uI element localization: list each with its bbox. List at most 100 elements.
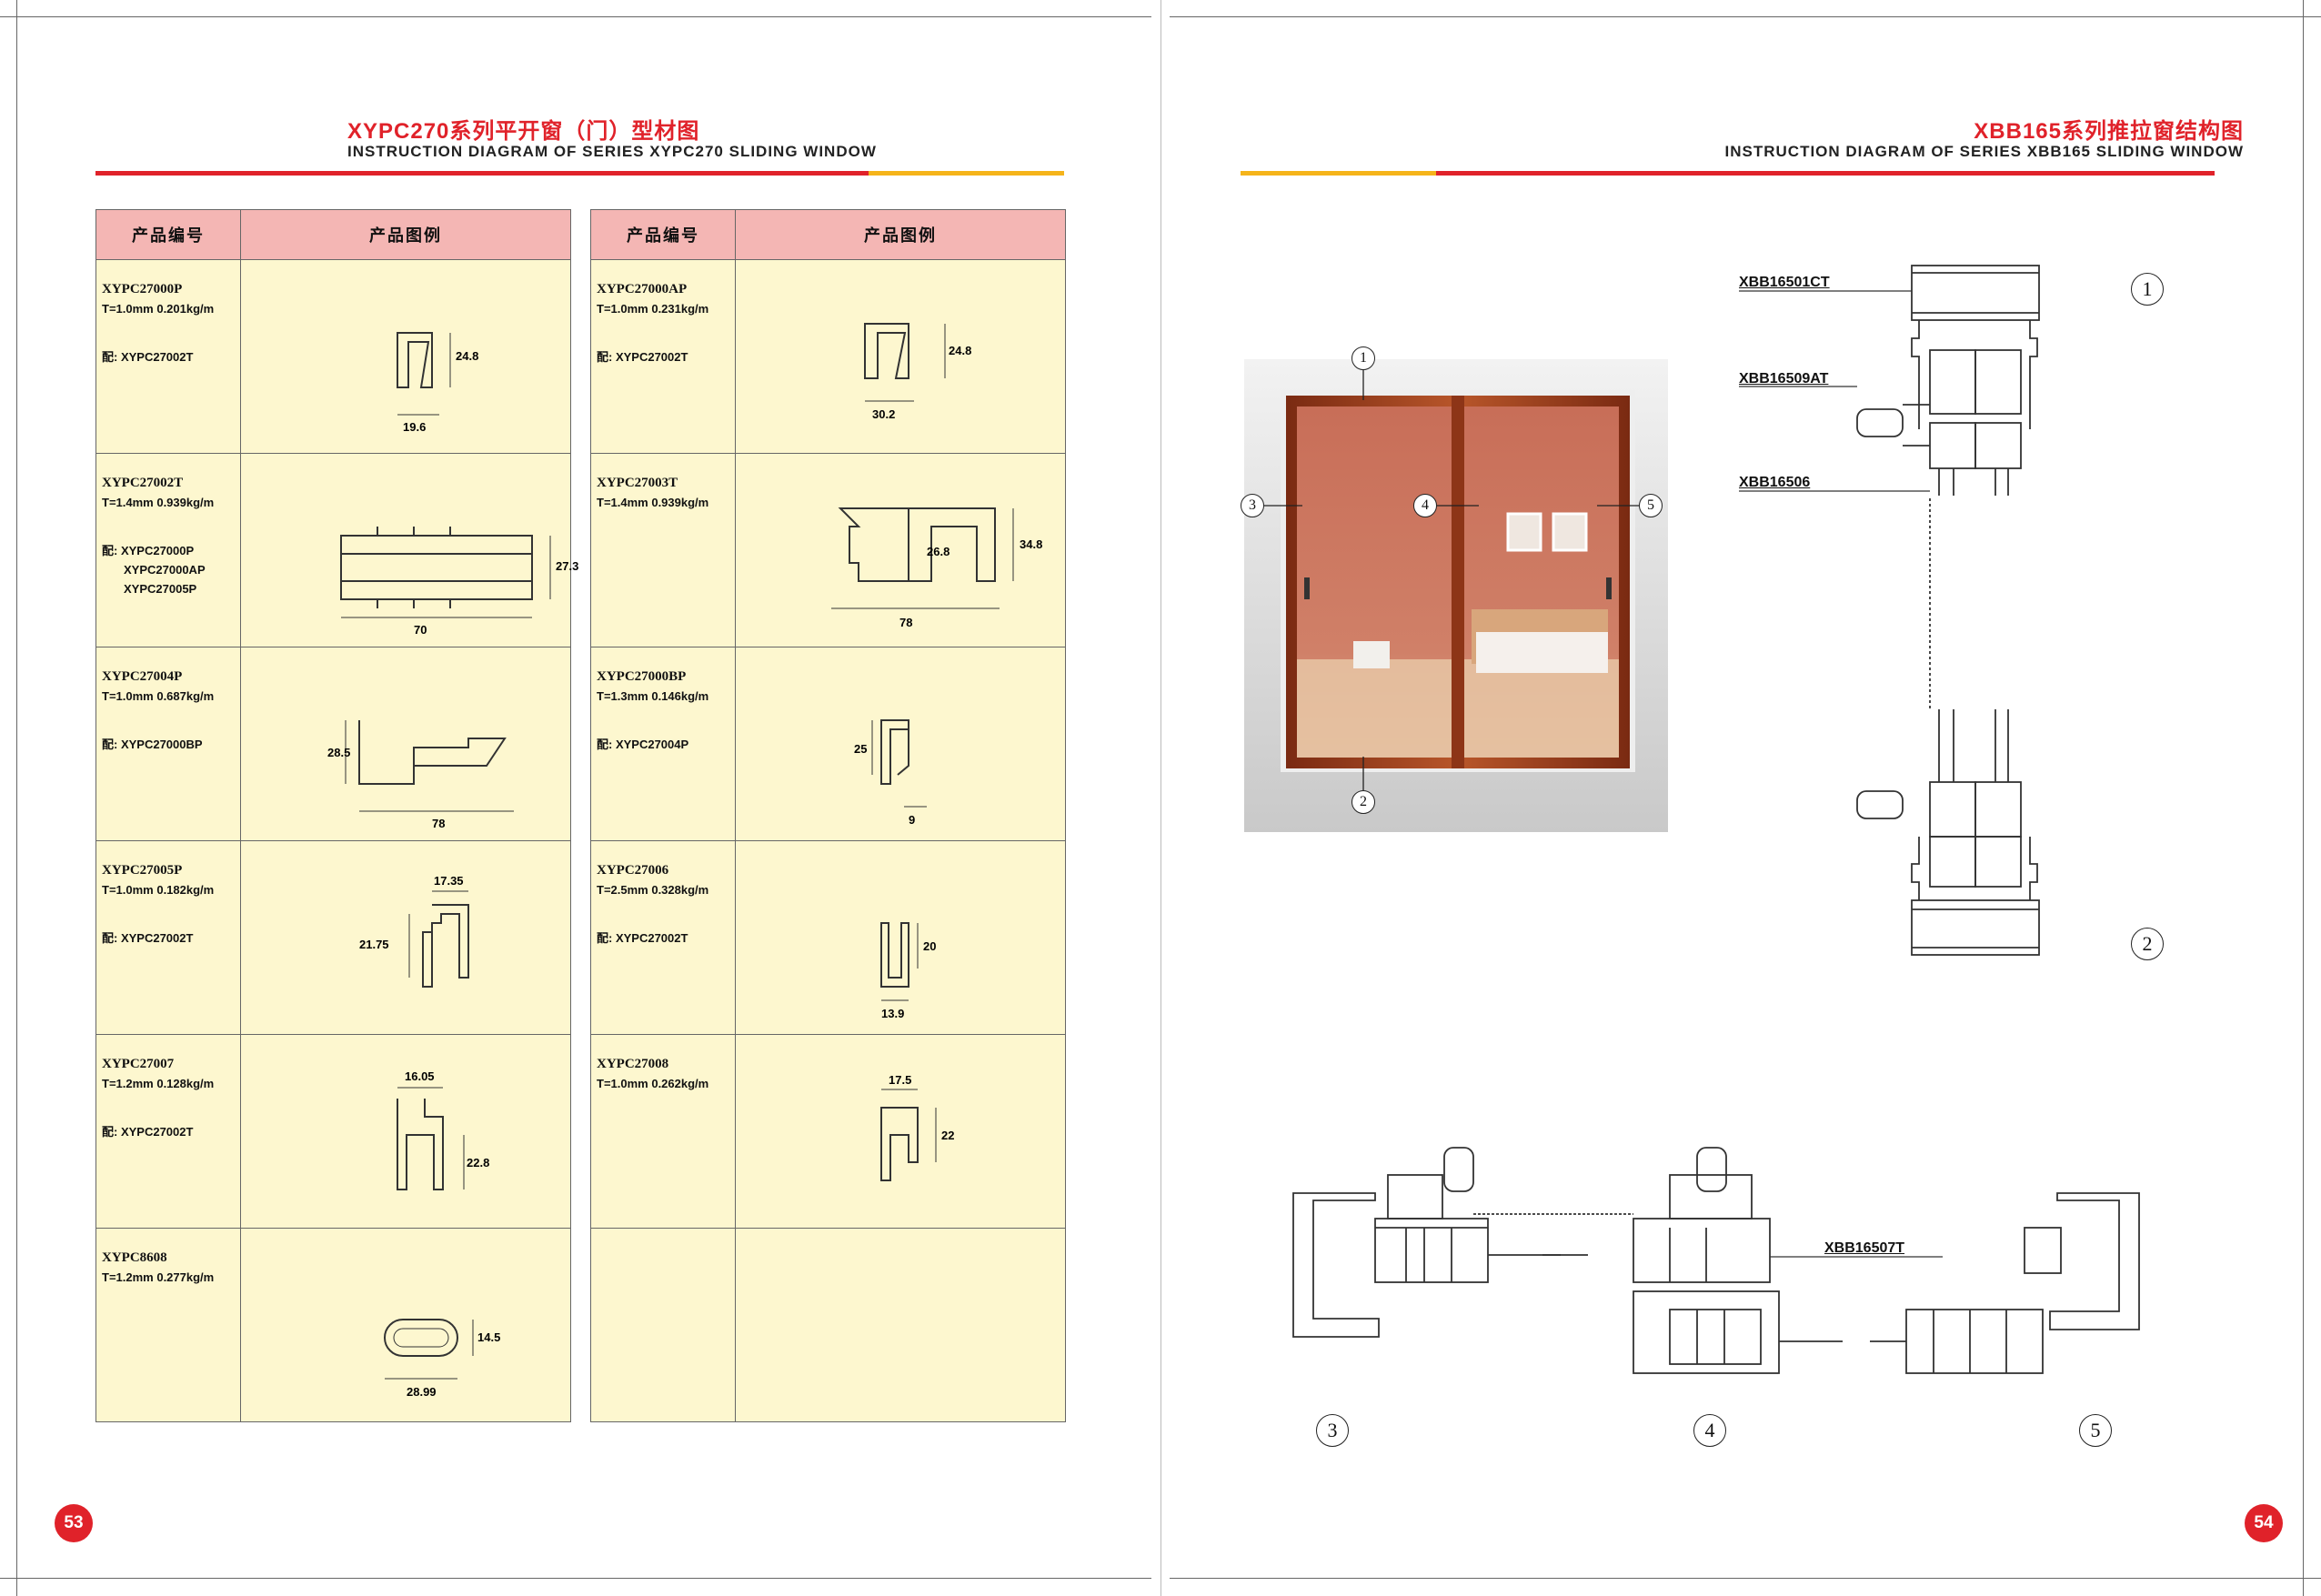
product-spec: T=2.5mm 0.328kg/m — [597, 883, 709, 897]
dimension-label: 9 — [909, 813, 915, 827]
photo-marker-1: 1 — [1351, 346, 1375, 370]
col-header-code: 产品编号 — [590, 209, 736, 260]
matching-profile-code: XYPC27005P — [124, 582, 197, 596]
product-spec: T=1.2mm 0.128kg/m — [102, 1077, 215, 1090]
page-subtitle: INSTRUCTION DIAGRAM OF SERIES XBB165 SLI… — [1724, 143, 2244, 160]
profile-cross-section-drawing: 14.528.99 — [384, 1319, 500, 1399]
page-subtitle: INSTRUCTION DIAGRAM OF SERIES XYPC270 SL… — [347, 143, 877, 160]
matching-profile-code: XYPC27000AP — [124, 563, 206, 577]
dimension-label: 20 — [923, 939, 936, 953]
product-spec: T=1.0mm 0.182kg/m — [102, 883, 215, 897]
photo-marker-4: 4 — [1413, 494, 1437, 517]
photo-marker-2: 2 — [1351, 790, 1375, 814]
dimension-label: 17.5 — [889, 1073, 911, 1087]
matching-profile-code: 配: XYPC27002T — [102, 350, 194, 364]
profile-cross-section-drawing: 16.05 22.8 — [397, 1069, 489, 1190]
dimension-label: 26.8 — [927, 545, 950, 558]
matching-profiles: 配: XYPC27002T — [102, 928, 193, 948]
page-number: 54 — [2245, 1504, 2283, 1542]
dimension-label: 24.8 — [456, 349, 478, 363]
section-marker-4: 4 — [1693, 1414, 1726, 1447]
product-spec: T=1.4mm 0.939kg/m — [102, 496, 215, 509]
page-title: XYPC270系列平开窗（门）型材图 — [347, 119, 700, 144]
product-code: XYPC27000BP — [597, 669, 687, 684]
title-underline-yellow — [1241, 171, 1436, 176]
dimension-label: 30.2 — [872, 407, 895, 421]
crop-line — [2303, 0, 2304, 1596]
section-marker-5: 5 — [2079, 1414, 2112, 1447]
label-bottom-frame: XBB16506 — [1739, 475, 1811, 490]
col-header-code: 产品编号 — [95, 209, 241, 260]
profile-figure-cell: 16.05 22.8 — [240, 1034, 571, 1229]
product-spec: T=1.4mm 0.939kg/m — [597, 496, 709, 509]
profile-cross-section-drawing: 24.8 30.2 — [864, 323, 971, 421]
product-code: XYPC27004P — [102, 669, 183, 684]
profile-figure-cell: 17.5 22 — [735, 1034, 1066, 1229]
matching-profiles: 配: XYPC27002T — [102, 1122, 193, 1141]
dimension-label: 19.6 — [403, 420, 426, 434]
matching-profiles: 配: XYPC27002T — [597, 928, 688, 948]
product-code: XYPC27007 — [102, 1057, 175, 1071]
page-title: XBB165系列推拉窗结构图 — [1974, 119, 2244, 144]
profile-cross-section-drawing: 26.834.878 — [831, 507, 1042, 629]
matching-profiles: 配: XYPC27002T — [597, 347, 688, 366]
dimension-label: 22 — [941, 1129, 954, 1142]
dimension-label: 16.05 — [405, 1069, 435, 1083]
profile-info-cell — [590, 1228, 736, 1422]
product-spec: T=1.0mm 0.231kg/m — [597, 302, 709, 316]
product-spec: T=1.2mm 0.277kg/m — [102, 1270, 215, 1284]
dimension-label: 27.3 — [556, 559, 578, 573]
horizontal-section-drawing — [1292, 1147, 2140, 1374]
matching-profiles: 配: XYPC27004P — [597, 735, 688, 754]
profile-figure-cell: 24.8 19.6 — [240, 259, 571, 454]
page-number: 53 — [55, 1504, 93, 1542]
col-header-figure: 产品图例 — [240, 209, 571, 260]
dimension-label: 17.35 — [434, 874, 464, 888]
product-spec: T=1.3mm 0.146kg/m — [597, 689, 709, 703]
matching-profiles: 配: XYPC27000P XYPC27000AP XYPC27005P — [102, 541, 206, 598]
crop-line — [1170, 16, 2321, 17]
matching-profile-code: 配: XYPC27002T — [102, 1125, 194, 1139]
matching-profile-code: 配: XYPC27004P — [597, 738, 689, 751]
profile-row: XYPC27000BP T=1.3mm 0.146kg/m 配: XYPC27004… — [590, 647, 1066, 841]
right-page: XBB165系列推拉窗结构图 INSTRUCTION DIAGRAM OF SE… — [1160, 0, 2321, 1596]
dimension-label: 22.8 — [467, 1156, 489, 1169]
dimension-label: 24.8 — [949, 344, 971, 357]
label-top-frame: XBB16501CT — [1739, 275, 1830, 290]
crop-line — [0, 1578, 1151, 1579]
profile-cross-section-drawing: 27.3 70 — [340, 527, 578, 637]
profile-figure-cell — [735, 1228, 1066, 1422]
matching-profile-code: 配: XYPC27002T — [597, 350, 688, 364]
section-marker-2: 2 — [2131, 928, 2164, 960]
dimension-label: 70 — [414, 623, 427, 637]
photo-leader-lines — [1264, 369, 1639, 790]
dimension-label: 13.9 — [881, 1007, 904, 1020]
product-code: XYPC27000P — [102, 282, 183, 296]
dimension-label: 14.5 — [477, 1330, 500, 1344]
matching-profile-code: 配: XYPC27002T — [102, 931, 194, 945]
matching-profile-code: 配: XYPC27000BP — [102, 738, 203, 751]
spine-line — [1160, 0, 1161, 1596]
col-header-figure: 产品图例 — [735, 209, 1066, 260]
sliding-window-photo — [1244, 359, 1668, 832]
profile-figure-cell: 27.3 70 — [240, 453, 578, 647]
photo-marker-5: 5 — [1639, 494, 1663, 517]
matching-profile-code: 配: XYPC27002T — [597, 931, 688, 945]
profile-cross-section-drawing: 24.8 19.6 — [397, 332, 478, 434]
section-marker-1: 1 — [2131, 273, 2164, 306]
matching-profile-code: 配: XYPC27000P — [102, 544, 195, 557]
